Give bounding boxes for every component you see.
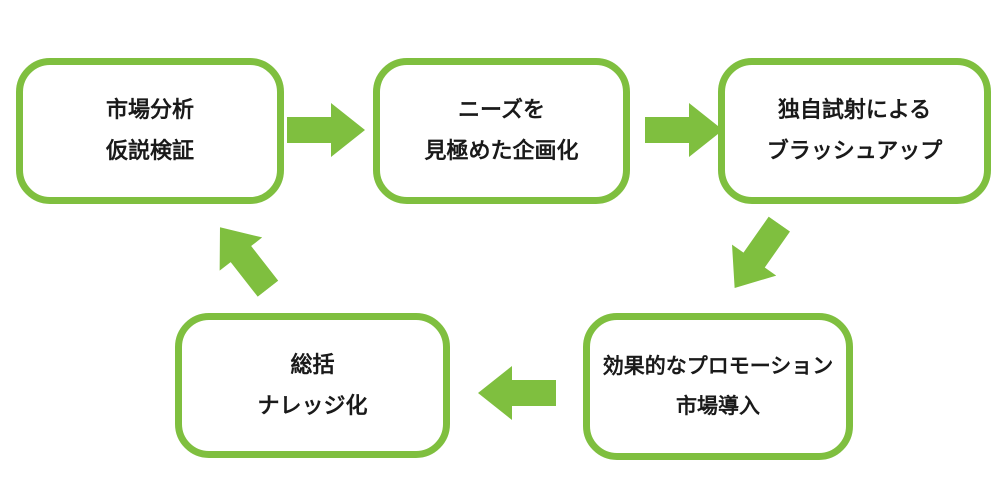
node-label-line: ブラッシュアップ xyxy=(766,138,943,163)
node-label-line: 市場分析 xyxy=(105,97,194,123)
arrow-down-left-icon xyxy=(732,216,791,288)
node-label-line: 独自試射による xyxy=(777,97,932,123)
arrow-left-icon xyxy=(478,366,556,420)
node-original-trial-brushup: 独自試射による ブラッシュアップ xyxy=(718,58,991,204)
node-summary-knowledge: 総括 ナレッジ化 xyxy=(175,313,450,458)
arrow-right-icon xyxy=(287,103,365,157)
node-promotion-market-launch: 効果的なプロモーション 市場導入 xyxy=(583,313,853,460)
arrow-up-left-icon xyxy=(219,227,279,297)
arrow-right-icon xyxy=(645,103,723,157)
node-label-line: 仮説検証 xyxy=(105,138,194,163)
node-label-line: ニーズを xyxy=(458,97,545,123)
node-market-analysis: 市場分析 仮説検証 xyxy=(16,58,284,204)
node-label-line: 効果的なプロモーション xyxy=(602,355,834,379)
node-label-line: 市場導入 xyxy=(676,394,760,418)
node-needs-based-planning: ニーズを 見極めた企画化 xyxy=(373,58,630,204)
node-label-line: ナレッジ化 xyxy=(257,392,368,418)
node-label-line: 見極めた企画化 xyxy=(424,138,579,163)
node-label-line: 総括 xyxy=(290,351,335,377)
